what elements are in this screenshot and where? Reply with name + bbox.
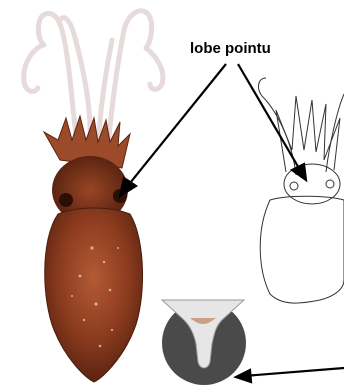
arrowhead-inset xyxy=(236,370,251,382)
arrowhead-photo xyxy=(120,178,136,196)
drawing-eye-right xyxy=(326,180,334,188)
arrowhead-drawing xyxy=(292,164,306,180)
annotation-label: lobe pointu xyxy=(190,40,271,57)
drawing-tentacle-left xyxy=(259,78,296,175)
squid-photo xyxy=(24,11,163,382)
squid-drawing xyxy=(259,78,344,303)
drawing-mantle xyxy=(260,196,344,303)
arrow-to-photo-lobe xyxy=(126,64,226,188)
arrow-to-inset xyxy=(244,368,344,376)
arrow-to-drawing-lobe xyxy=(238,64,300,170)
squid-eye-left xyxy=(59,193,73,207)
drawing-arms xyxy=(276,96,340,172)
squid-mantle xyxy=(45,208,143,382)
inset-detail xyxy=(160,296,246,385)
drawing-eye-left xyxy=(290,182,298,190)
